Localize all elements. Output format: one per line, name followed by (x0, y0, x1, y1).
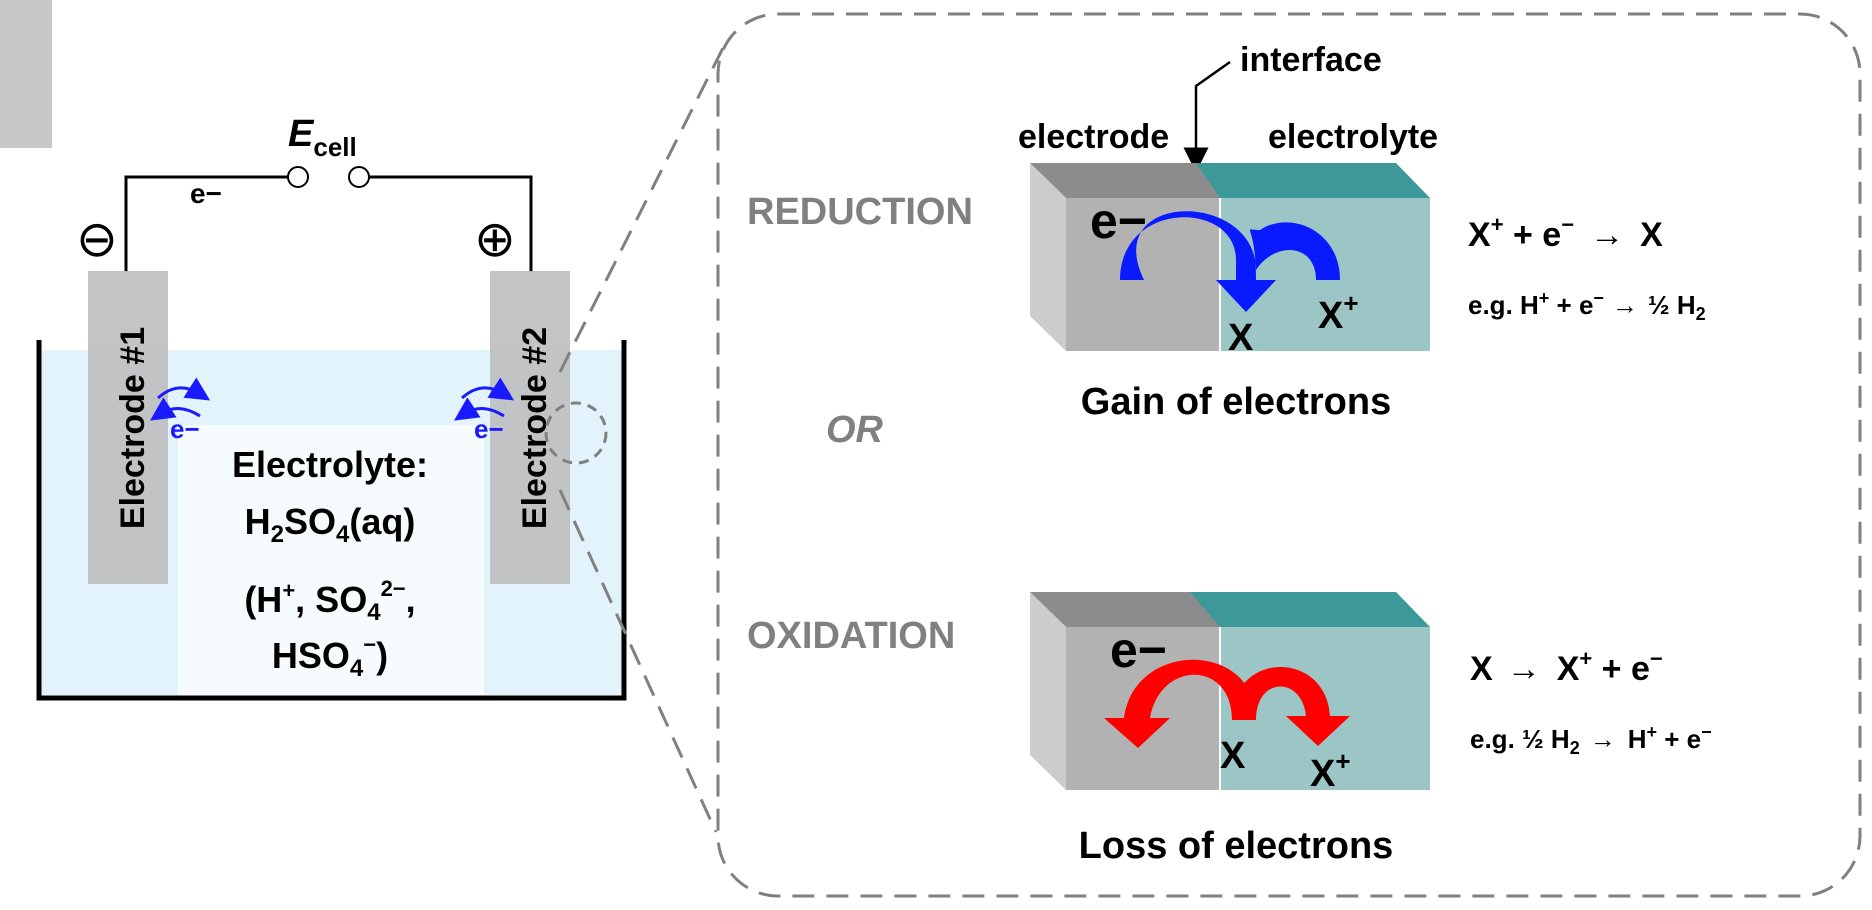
oxidation-species-xplus: X+ (1310, 746, 1351, 795)
electrolyte-formula: H2SO4(aq) (245, 501, 416, 548)
svg-text:e−: e− (170, 414, 200, 444)
or-label: OR (826, 409, 884, 451)
corner-tab (0, 0, 52, 148)
electrode-2-electron-exchange: e− (454, 377, 515, 444)
cell-voltage-label: Ecell (288, 113, 357, 162)
reduction-arrow (1120, 211, 1340, 312)
electrolyte-title: Electrolyte: (232, 444, 428, 485)
zoom-target-circle (544, 401, 608, 465)
zoom-connector-bottom (558, 489, 718, 833)
beaker (36, 340, 627, 701)
svg-text:e−: e− (474, 414, 504, 444)
circuit-wire-right (369, 175, 533, 272)
interface-label: interface (1240, 41, 1382, 79)
electrode-1-label: Electrode #1 (114, 327, 152, 529)
oxidation-electrode-top (1030, 592, 1220, 627)
electrode-2-label: Electrode #2 (516, 327, 554, 529)
reduction-electrode-top (1030, 163, 1220, 198)
reduction-species-xplus: X+ (1318, 288, 1359, 337)
electrochemical-cell: Ecell e− ⊖ ⊕ Electrode #1 Electrode #2 e… (36, 113, 627, 701)
oxidation-title: OXIDATION (747, 615, 955, 657)
reduction-electrolyte-top (1196, 163, 1430, 198)
reduction-title: REDUCTION (747, 191, 973, 233)
oxidation-example: e.g. ½ H2→H+ + e− (1470, 722, 1712, 758)
oxidation-equation: X→X+ + e− (1470, 646, 1663, 688)
oxidation-arrow-left (1104, 659, 1256, 748)
terminal-left (287, 166, 309, 188)
reduction-example: e.g. H+ + e−→½ H2 (1468, 288, 1706, 324)
electrode-column-label: electrode (1018, 118, 1169, 156)
reduction-electrode-side (1030, 163, 1066, 351)
oxidation-electrolyte-top (1190, 592, 1430, 627)
electrolyte-column-label: electrolyte (1268, 118, 1438, 156)
electrolyte-ions-line2: HSO4−) (272, 632, 388, 682)
electrode-1-electron-exchange: e− (150, 377, 211, 444)
electrolyte-center-region (178, 425, 484, 695)
reduction-species-x: X (1228, 317, 1254, 359)
electrolyte-ions-line1: (H+, SO42−, (244, 576, 415, 626)
wire-electron-label: e− (190, 178, 222, 209)
electrode-2 (490, 271, 570, 584)
reduction-electron-label: e− (1090, 193, 1147, 249)
reduction-caption: Gain of electrons (1081, 381, 1391, 423)
positive-terminal-icon: ⊕ (474, 211, 516, 267)
terminal-right (348, 166, 370, 188)
oxidation-species-x: X (1220, 735, 1246, 777)
circuit-wire-left (124, 175, 288, 272)
oxidation-arrow-right (1232, 666, 1350, 746)
oxidation-electrode-side (1030, 592, 1066, 790)
reduction-section: REDUCTION e− X X+ Gain of electrons X+ +… (747, 163, 1706, 423)
negative-terminal-icon: ⊖ (76, 211, 118, 267)
reduction-equation: X+ + e−→X (1468, 212, 1663, 254)
electrode-1 (88, 271, 168, 584)
reduction-electrode-front (1066, 198, 1220, 351)
oxidation-caption: Loss of electrons (1079, 825, 1394, 867)
zoom-connector-top (558, 41, 728, 373)
interface-arrow (1183, 60, 1231, 173)
zoom-panel (716, 12, 1862, 898)
oxidation-section: OXIDATION e− X X+ Loss of electrons X→X+… (747, 592, 1712, 867)
